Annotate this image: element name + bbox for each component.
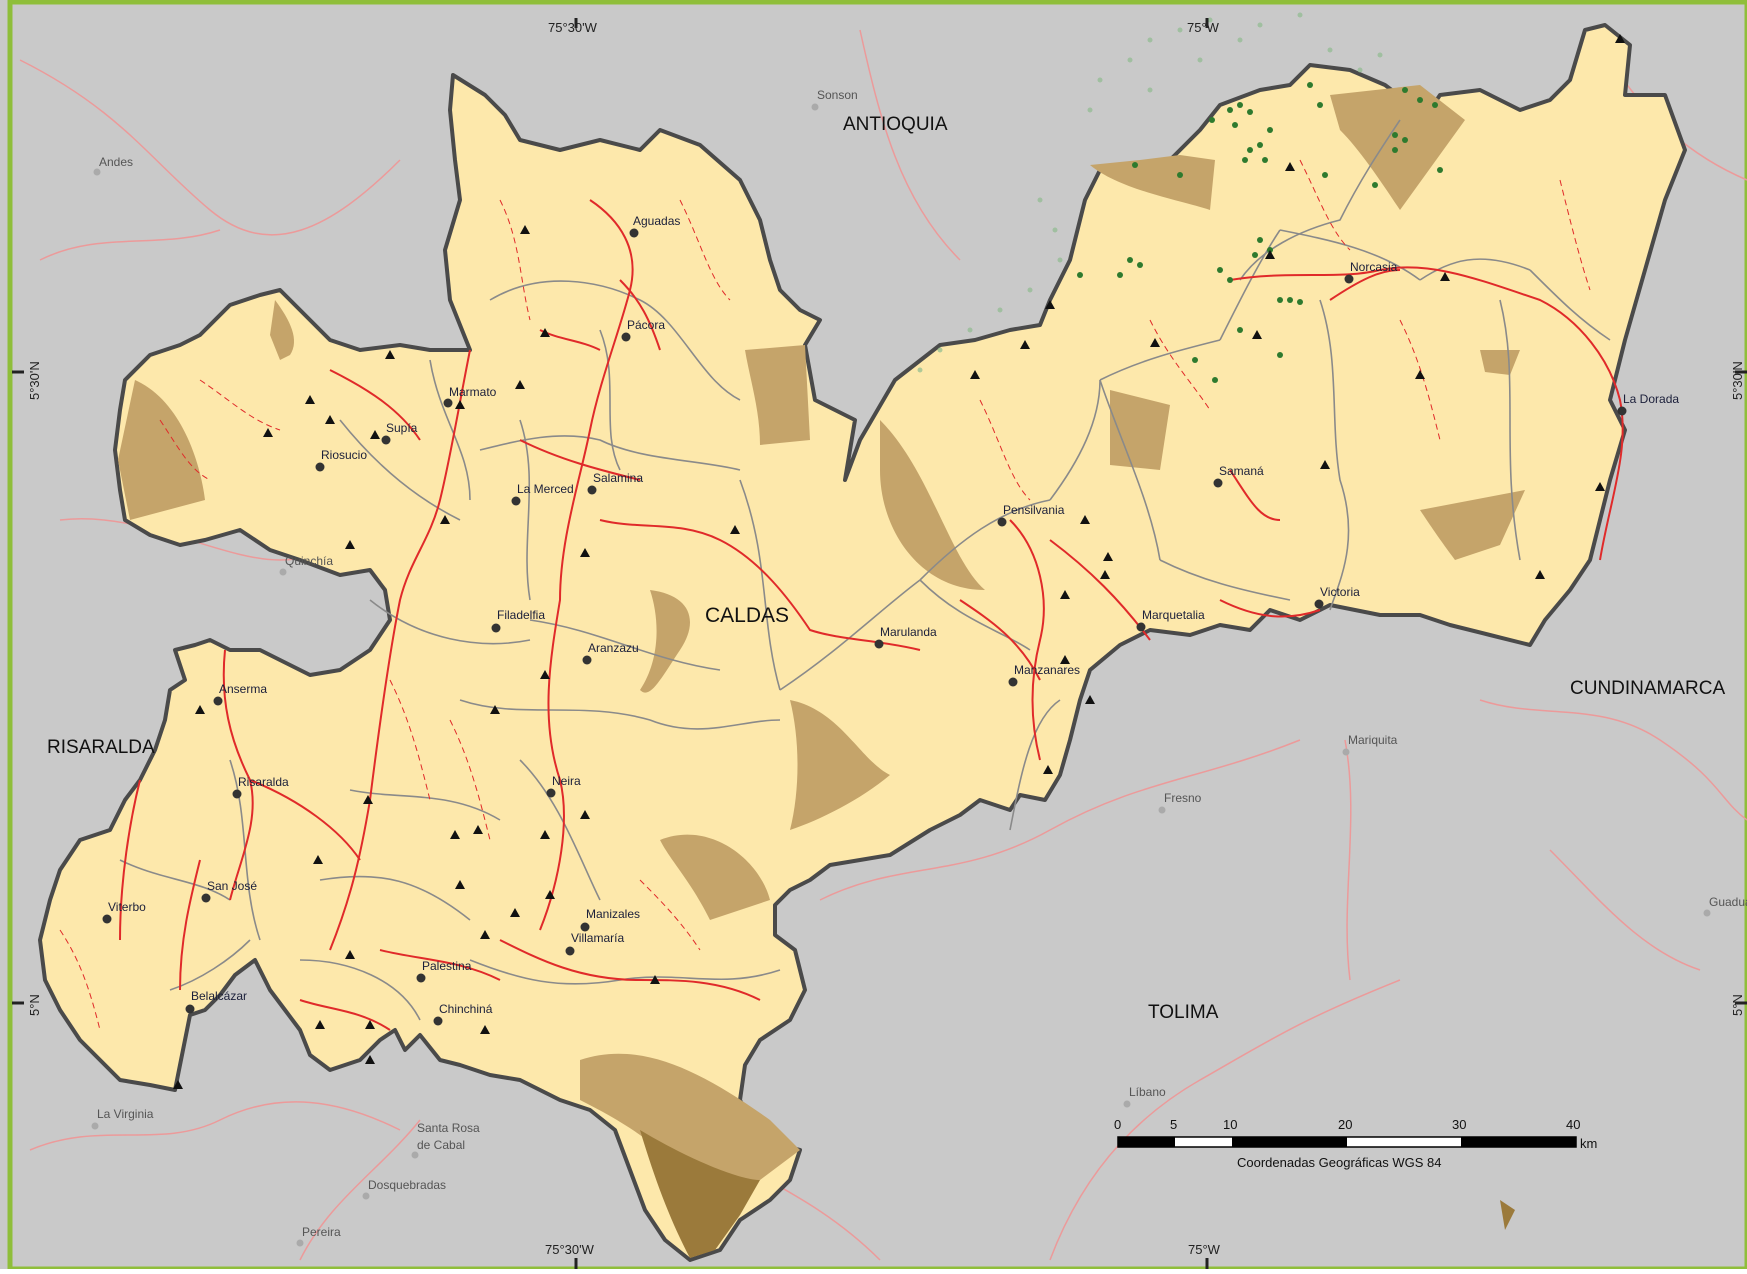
svg-text:Anserma: Anserma [219,682,267,696]
scale-tick-5: 5 [1170,1117,1177,1132]
svg-text:Guaduas: Guaduas [1709,895,1747,909]
svg-text:Norcasia: Norcasia [1350,260,1398,274]
coord-left-5: 5°N [27,994,42,1016]
svg-text:de Cabal: de Cabal [417,1138,465,1152]
svg-text:Palestina: Palestina [422,959,472,973]
label-cundinamarca: CUNDINAMARCA [1570,678,1726,699]
svg-text:Viterbo: Viterbo [108,900,146,914]
svg-text:Quinchía: Quinchía [285,554,333,568]
scale-caption: Coordenadas Geográficas WGS 84 [1237,1155,1442,1170]
label-risaralda: RISARALDA [47,737,155,758]
svg-text:Pácora: Pácora [627,318,665,332]
scale-unit: km [1580,1136,1597,1151]
svg-text:Aranzazu: Aranzazu [588,641,639,655]
svg-text:Líbano: Líbano [1129,1085,1166,1099]
svg-text:Samaná: Samaná [1219,464,1264,478]
coord-right-5: 5°N [1730,994,1745,1016]
coord-top-75-30: 75°30'W [548,20,598,35]
label-caldas: CALDAS [705,604,789,627]
svg-text:Fresno: Fresno [1164,791,1202,805]
svg-text:Victoria: Victoria [1320,585,1360,599]
svg-text:La Dorada: La Dorada [1623,392,1679,406]
label-antioquia: ANTIOQUIA [843,114,948,135]
svg-text:Santa Rosa: Santa Rosa [417,1121,480,1135]
svg-text:Dosquebradas: Dosquebradas [368,1178,446,1192]
svg-text:Mariquita: Mariquita [1348,733,1398,747]
svg-text:Belalcázar: Belalcázar [191,989,247,1003]
svg-text:Salamina: Salamina [593,471,643,485]
label-tolima: TOLIMA [1148,1002,1219,1023]
svg-text:Filadelfia: Filadelfia [497,608,545,622]
svg-text:Marmato: Marmato [449,385,497,399]
coord-top-75: 75°W [1187,20,1220,35]
svg-text:Chinchiná: Chinchiná [439,1002,493,1016]
coord-left-5-30: 5°30'N [27,361,42,400]
svg-text:Risaralda: Risaralda [238,775,289,789]
svg-text:Marquetalia: Marquetalia [1142,608,1205,622]
scale-tick-10: 10 [1223,1117,1237,1132]
scale-tick-20: 20 [1338,1117,1352,1132]
svg-text:Pereira: Pereira [302,1225,341,1239]
scale-tick-40: 40 [1566,1117,1580,1132]
svg-text:La Virginia: La Virginia [97,1107,154,1121]
svg-text:Andes: Andes [99,155,133,169]
svg-text:Riosucio: Riosucio [321,448,367,462]
svg-text:Villamaría: Villamaría [571,931,624,945]
scale-tick-30: 30 [1452,1117,1466,1132]
svg-text:Manzanares: Manzanares [1014,663,1080,677]
scale-tick-0: 0 [1114,1117,1121,1132]
coord-bottom-75-30: 75°30'W [545,1242,595,1257]
svg-text:Aguadas: Aguadas [633,214,680,228]
svg-text:Neira: Neira [552,774,581,788]
coord-bottom-75: 75°W [1188,1242,1221,1257]
svg-text:Supía: Supía [386,421,418,435]
svg-text:San José: San José [207,879,257,893]
svg-text:Marulanda: Marulanda [880,625,937,639]
svg-text:Pensilvania: Pensilvania [1003,503,1065,517]
coord-right-5-30: 5°30'N [1730,361,1745,400]
svg-text:La Merced: La Merced [517,482,574,496]
svg-text:Sonson: Sonson [817,88,858,102]
svg-text:Manizales: Manizales [586,907,640,921]
